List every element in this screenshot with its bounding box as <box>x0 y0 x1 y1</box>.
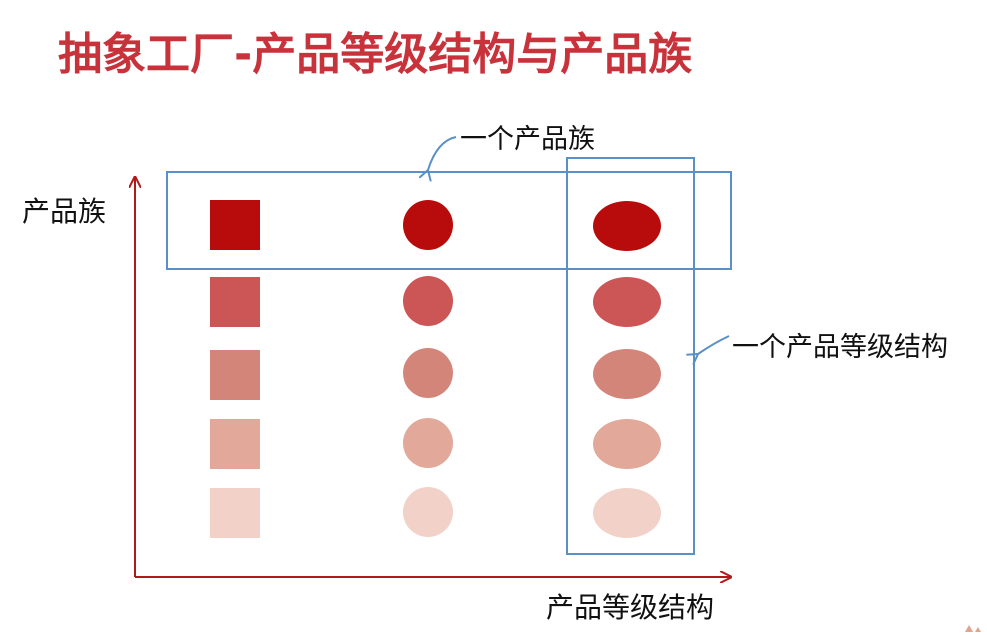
square-shade-5 <box>210 488 260 538</box>
square-shade-2 <box>210 277 260 327</box>
ellipse-shade-5 <box>593 488 661 538</box>
ellipse-shade-2 <box>593 277 661 327</box>
circle-shade-2 <box>403 276 453 326</box>
ellipse-shade-4 <box>593 419 661 469</box>
ellipse-shade-1 <box>593 201 661 251</box>
product-level-annotation: 一个产品等级结构 <box>732 332 948 363</box>
circle-shade-5 <box>403 487 453 537</box>
circle-shade-4 <box>403 418 453 468</box>
product-family-annotation: 一个产品族 <box>460 124 595 155</box>
x-axis-label: 产品等级结构 <box>546 591 715 624</box>
square-shade-1 <box>210 200 260 250</box>
slide-title: 抽象工厂-产品等级结构与产品族 <box>58 29 693 80</box>
corner-watermark-icon <box>965 625 981 632</box>
square-shade-3 <box>210 350 260 400</box>
product-family-box <box>166 171 732 270</box>
family-callout-arrow <box>418 136 457 182</box>
circle-shade-1 <box>403 200 453 250</box>
y-axis-label: 产品族 <box>22 195 107 228</box>
ellipse-shade-3 <box>593 349 661 399</box>
square-shade-4 <box>210 419 260 469</box>
circle-shade-3 <box>403 348 453 398</box>
level-callout-arrow <box>686 335 730 366</box>
